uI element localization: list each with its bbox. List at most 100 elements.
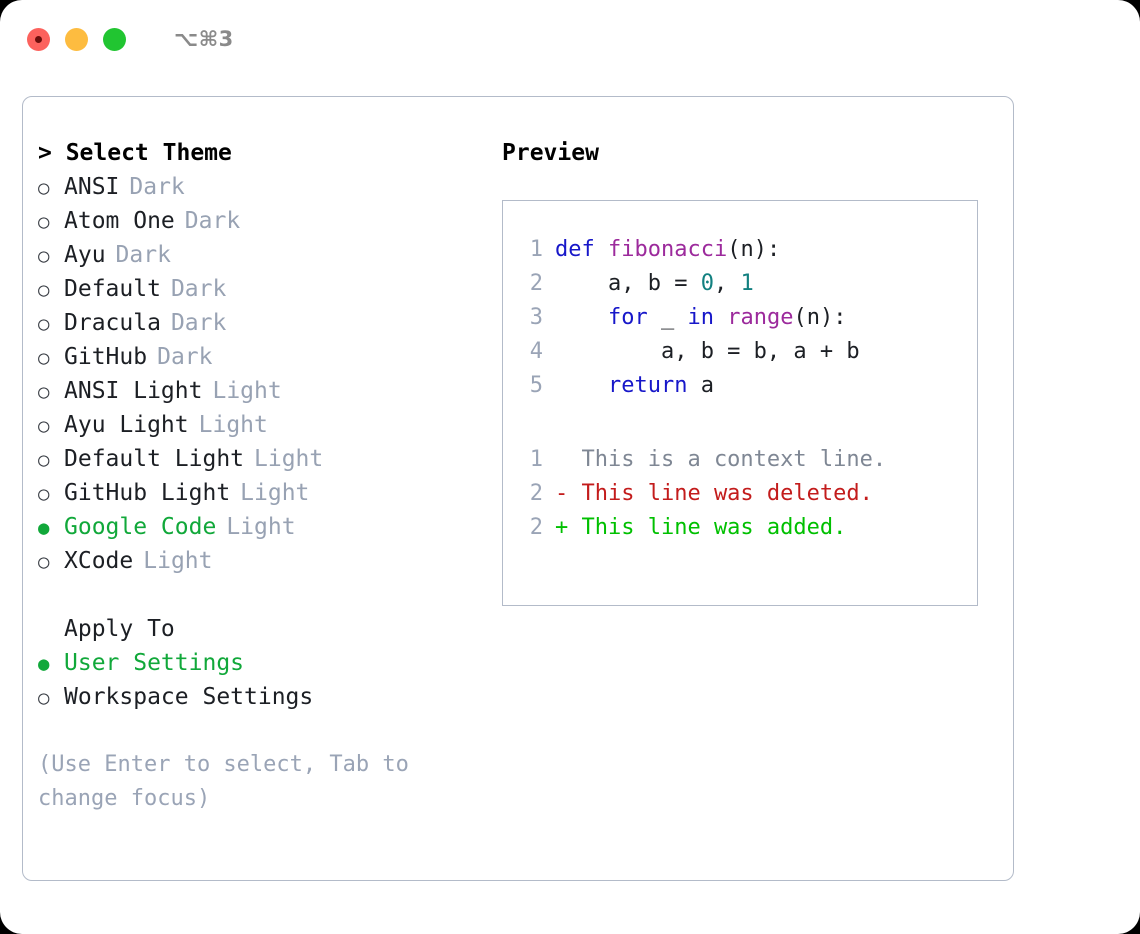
code-line-number: 2	[529, 271, 543, 296]
preview-gap	[503, 407, 977, 447]
code-line: 3 for _ in range(n):	[503, 305, 977, 339]
radio-selected-icon: ●	[38, 653, 50, 675]
theme-option-ayu-light[interactable]: ○ Ayu Light Light	[38, 412, 488, 446]
theme-option-label: Ayu	[64, 242, 106, 268]
code-token-kw: return	[607, 373, 688, 398]
code-line-text: a, b = 0, 1	[555, 271, 754, 296]
traffic-light-group	[27, 27, 126, 51]
radio-unselected-icon: ○	[38, 415, 50, 437]
keyboard-shortcut-label: ⌥⌘3	[174, 27, 234, 51]
code-line-text: def fibonacci(n):	[555, 237, 780, 262]
code-line-number: 5	[529, 373, 543, 398]
window-titlebar: ⌥⌘3	[0, 0, 1140, 78]
theme-variant-badge: Dark	[115, 242, 171, 268]
code-token-kw: def	[555, 237, 608, 262]
theme-option-label: Default Light	[64, 446, 245, 472]
code-token-plain	[714, 305, 727, 330]
theme-option-ayu[interactable]: ○ Ayu Dark	[38, 242, 488, 276]
apply-to-option-label: Workspace Settings	[64, 684, 314, 710]
diff-line-number: 2	[529, 481, 543, 506]
theme-variant-badge: Dark	[157, 344, 213, 370]
minimize-window-button[interactable]	[65, 27, 88, 51]
radio-unselected-icon: ○	[38, 347, 50, 369]
radio-unselected-icon: ○	[38, 449, 50, 471]
diff-line-add: 2 + This line was added.	[503, 515, 977, 549]
radio-unselected-icon: ○	[38, 551, 50, 573]
theme-variant-badge: Light	[226, 514, 296, 540]
diff-line-del: 2 - This line was deleted.	[503, 481, 977, 515]
radio-selected-icon: ●	[38, 517, 50, 539]
code-token-kw: in	[687, 305, 714, 330]
theme-option-label: XCode	[64, 548, 134, 574]
theme-option-ansi[interactable]: ○ ANSI Dark	[38, 174, 488, 208]
code-line-text: a, b = b, a + b	[555, 339, 860, 364]
list-spacer	[38, 582, 488, 616]
theme-option-label: Ayu Light	[64, 412, 189, 438]
apply-to-option-user-settings[interactable]: ● User Settings	[38, 650, 488, 684]
theme-option-label: GitHub	[64, 344, 148, 370]
radio-unselected-icon: ○	[38, 177, 50, 199]
theme-variant-badge: Dark	[129, 174, 185, 200]
code-token-plain: ,	[713, 271, 741, 296]
radio-unselected-icon: ○	[38, 279, 50, 301]
theme-option-github[interactable]: ○ GitHub Dark	[38, 344, 488, 378]
code-token-plain: (n):	[793, 305, 847, 330]
theme-option-label: ANSI	[64, 174, 120, 200]
maximize-window-button[interactable]	[103, 27, 126, 51]
theme-option-dracula[interactable]: ○ Dracula Dark	[38, 310, 488, 344]
theme-variant-badge: Dark	[170, 276, 227, 302]
code-line: 4 a, b = b, a + b	[503, 339, 977, 373]
theme-option-label: Google Code	[64, 514, 217, 540]
radio-unselected-icon: ○	[38, 313, 50, 335]
select-theme-header: > Select Theme	[38, 140, 232, 166]
theme-variant-badge: Dark	[170, 310, 227, 336]
code-token-fn: fibonacci	[607, 237, 728, 262]
code-line: 5 return a	[503, 373, 977, 407]
preview-title: Preview	[502, 140, 599, 166]
radio-unselected-icon: ○	[38, 687, 50, 709]
diff-line-number: 2	[529, 515, 543, 540]
theme-option-label: Atom One	[64, 208, 175, 234]
code-line-text: return a	[555, 373, 714, 398]
diff-sample: 1 This is a context line. 2 - This line wa…	[503, 447, 977, 549]
code-line-number: 1	[529, 237, 543, 262]
theme-variant-badge: Light	[198, 412, 268, 438]
code-token-plain	[555, 305, 608, 330]
theme-variant-badge: Dark	[184, 208, 241, 234]
code-line-number: 3	[529, 305, 543, 330]
theme-option-label: Default	[64, 276, 161, 302]
theme-option-default[interactable]: ○ Default Dark	[38, 276, 488, 310]
apply-to-option-label: User Settings	[64, 650, 245, 676]
code-token-kw: for	[607, 305, 648, 330]
theme-option-google-code[interactable]: ● Google Code Light	[38, 514, 488, 548]
apply-to-option-workspace-settings[interactable]: ○ Workspace Settings	[38, 684, 488, 718]
code-token-plain	[555, 373, 608, 398]
diff-line-text: This is a context line.	[555, 447, 887, 472]
code-token-num: 1	[740, 271, 754, 296]
code-token-plain: _	[647, 305, 688, 330]
diff-line-number: 1	[529, 447, 543, 472]
theme-option-label: Dracula	[64, 310, 161, 336]
theme-option-label: ANSI Light	[64, 378, 203, 404]
keyboard-hint-text: (Use Enter to select, Tab to change focu…	[38, 752, 423, 811]
radio-unselected-icon: ○	[38, 245, 50, 267]
diff-line-text: + This line was added.	[555, 515, 847, 540]
code-line-text: for _ in range(n):	[555, 305, 846, 330]
apply-to-title: Apply To	[64, 616, 175, 642]
code-token-plain: a, b = b, a + b	[555, 339, 860, 364]
apply-to-option-list: ● User Settings ○ Workspace Settings	[38, 650, 488, 718]
close-window-button[interactable]	[27, 27, 50, 51]
theme-variant-badge: Light	[240, 480, 310, 506]
diff-line-text: - This line was deleted.	[555, 481, 873, 506]
